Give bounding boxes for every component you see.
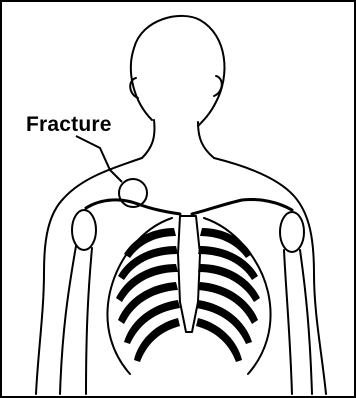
clavicle-right [192,199,292,214]
shoulder-joint-left [72,210,96,250]
humerus-right [284,250,312,394]
fracture-label: Fracture [26,113,112,137]
ribs-right [196,228,260,362]
neck-outline [142,120,214,158]
shoulder-joint-right [280,212,304,252]
ribs-left [116,228,180,362]
head-outline [131,16,225,126]
humerus-left [60,246,92,394]
chest-illustration [2,2,354,396]
sternum [178,216,200,332]
